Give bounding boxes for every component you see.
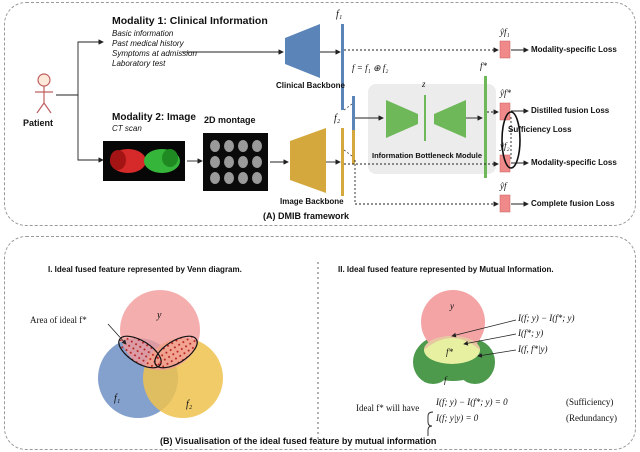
output-arrows <box>344 47 499 207</box>
patient-label: Patient <box>23 118 54 128</box>
ib-encoder-shape <box>386 100 418 138</box>
sufficiency-highlight <box>501 111 521 169</box>
modality1-title: Modality 1: Clinical Information <box>112 15 268 27</box>
z-latent-bar <box>424 95 426 141</box>
mi-y-circle <box>421 290 485 354</box>
z-label: z <box>422 79 426 89</box>
patient-connectors <box>56 39 104 163</box>
output-symbol: ŷf* <box>500 88 511 98</box>
loss-bar-3 <box>499 154 511 173</box>
mi-f-label: f <box>444 375 447 385</box>
mi-annotation: I(f, f*|y) <box>518 344 548 354</box>
fused-feature-bar-f1-part <box>352 96 355 130</box>
montage-label: 2D montage <box>204 115 256 125</box>
mi-diagram <box>413 290 517 436</box>
output-symbol: ŷf <box>500 181 507 191</box>
loss-arrows <box>510 47 529 207</box>
venn-f1-label: f₁ <box>114 393 121 404</box>
venn-f2-label: f₂ <box>186 399 193 410</box>
mi-annotation: I(f; y) − I(f*; y) <box>518 313 575 323</box>
montage-image <box>203 133 268 191</box>
f1-label: f₁ <box>336 9 343 20</box>
patient-icon <box>35 73 53 114</box>
mi-y-label: y <box>450 301 454 311</box>
output-symbol: ŷf₂ <box>500 141 510 151</box>
venn-area-label: Area of ideal f* <box>30 315 87 325</box>
fstar-feature-bar <box>484 76 487 178</box>
loss-label: Modality-specific Loss <box>531 158 617 167</box>
fstar-label: f* <box>480 61 488 71</box>
fusion-equation: f = f₁ ⊕ f₂ <box>352 63 389 73</box>
modality2-title: Modality 2: Image <box>112 112 196 123</box>
clinical-backbone-shape <box>285 24 320 78</box>
modality1-item: Laboratory test <box>112 59 166 68</box>
sufficiency-loss-label: Sufficiency Loss <box>508 125 572 134</box>
panel-b-left-title: I. Ideal fused feature represented by Ve… <box>48 265 242 274</box>
image-backbone-shape <box>290 128 326 193</box>
ideal-prefix: Ideal f* will have <box>356 403 420 413</box>
loss-bar-4 <box>499 194 511 213</box>
venn-y-label: y <box>157 310 162 321</box>
panel-b-right-title: II. Ideal fused feature represented by M… <box>338 265 554 274</box>
output-symbol: ŷf₁ <box>500 27 510 37</box>
mi-annotation: I(f*; y) <box>518 328 544 338</box>
f2-label: f₂ <box>334 113 341 124</box>
panel-b-caption: (B) Visualisation of the ideal fused fea… <box>160 436 437 446</box>
loss-bar-1 <box>499 40 511 59</box>
modality2-subtitle: CT scan <box>112 124 142 133</box>
panel-a-caption: (A) DMIB framework <box>263 211 350 221</box>
f2-feature-bar <box>341 128 344 196</box>
panel-b-frame <box>4 236 636 450</box>
condition-name: (Sufficiency) <box>566 397 614 407</box>
loss-label: Complete fusion Loss <box>531 199 615 208</box>
modality1-item: Past medical history <box>112 39 184 48</box>
condition-name: (Redundancy) <box>566 413 617 423</box>
fused-feature-bar-f2-part <box>352 130 355 164</box>
ib-module-label: Information Bottleneck Module <box>372 151 483 160</box>
mi-fstar-label: f* <box>446 347 454 357</box>
ib-decoder-shape <box>434 100 466 138</box>
loss-label: Modality-specific Loss <box>531 45 617 54</box>
condition-equation: I(f; y) − I(f*; y) = 0 <box>436 397 508 407</box>
clinical-backbone-label: Clinical Backbone <box>276 81 345 90</box>
modality1-item: Basic information <box>112 29 174 38</box>
image-backbone-label: Image Backbone <box>280 197 344 206</box>
f1-feature-bar <box>341 24 344 110</box>
loss-label: Distilled fusion Loss <box>531 106 610 115</box>
condition-equation: I(f; y|y) = 0 <box>436 413 479 423</box>
venn-diagram <box>98 290 223 418</box>
ct-scan-image <box>103 141 185 181</box>
ideal-fstar-region <box>118 335 198 369</box>
panel-a-frame <box>4 2 636 226</box>
modality1-item: Symptoms at admission <box>112 49 197 58</box>
